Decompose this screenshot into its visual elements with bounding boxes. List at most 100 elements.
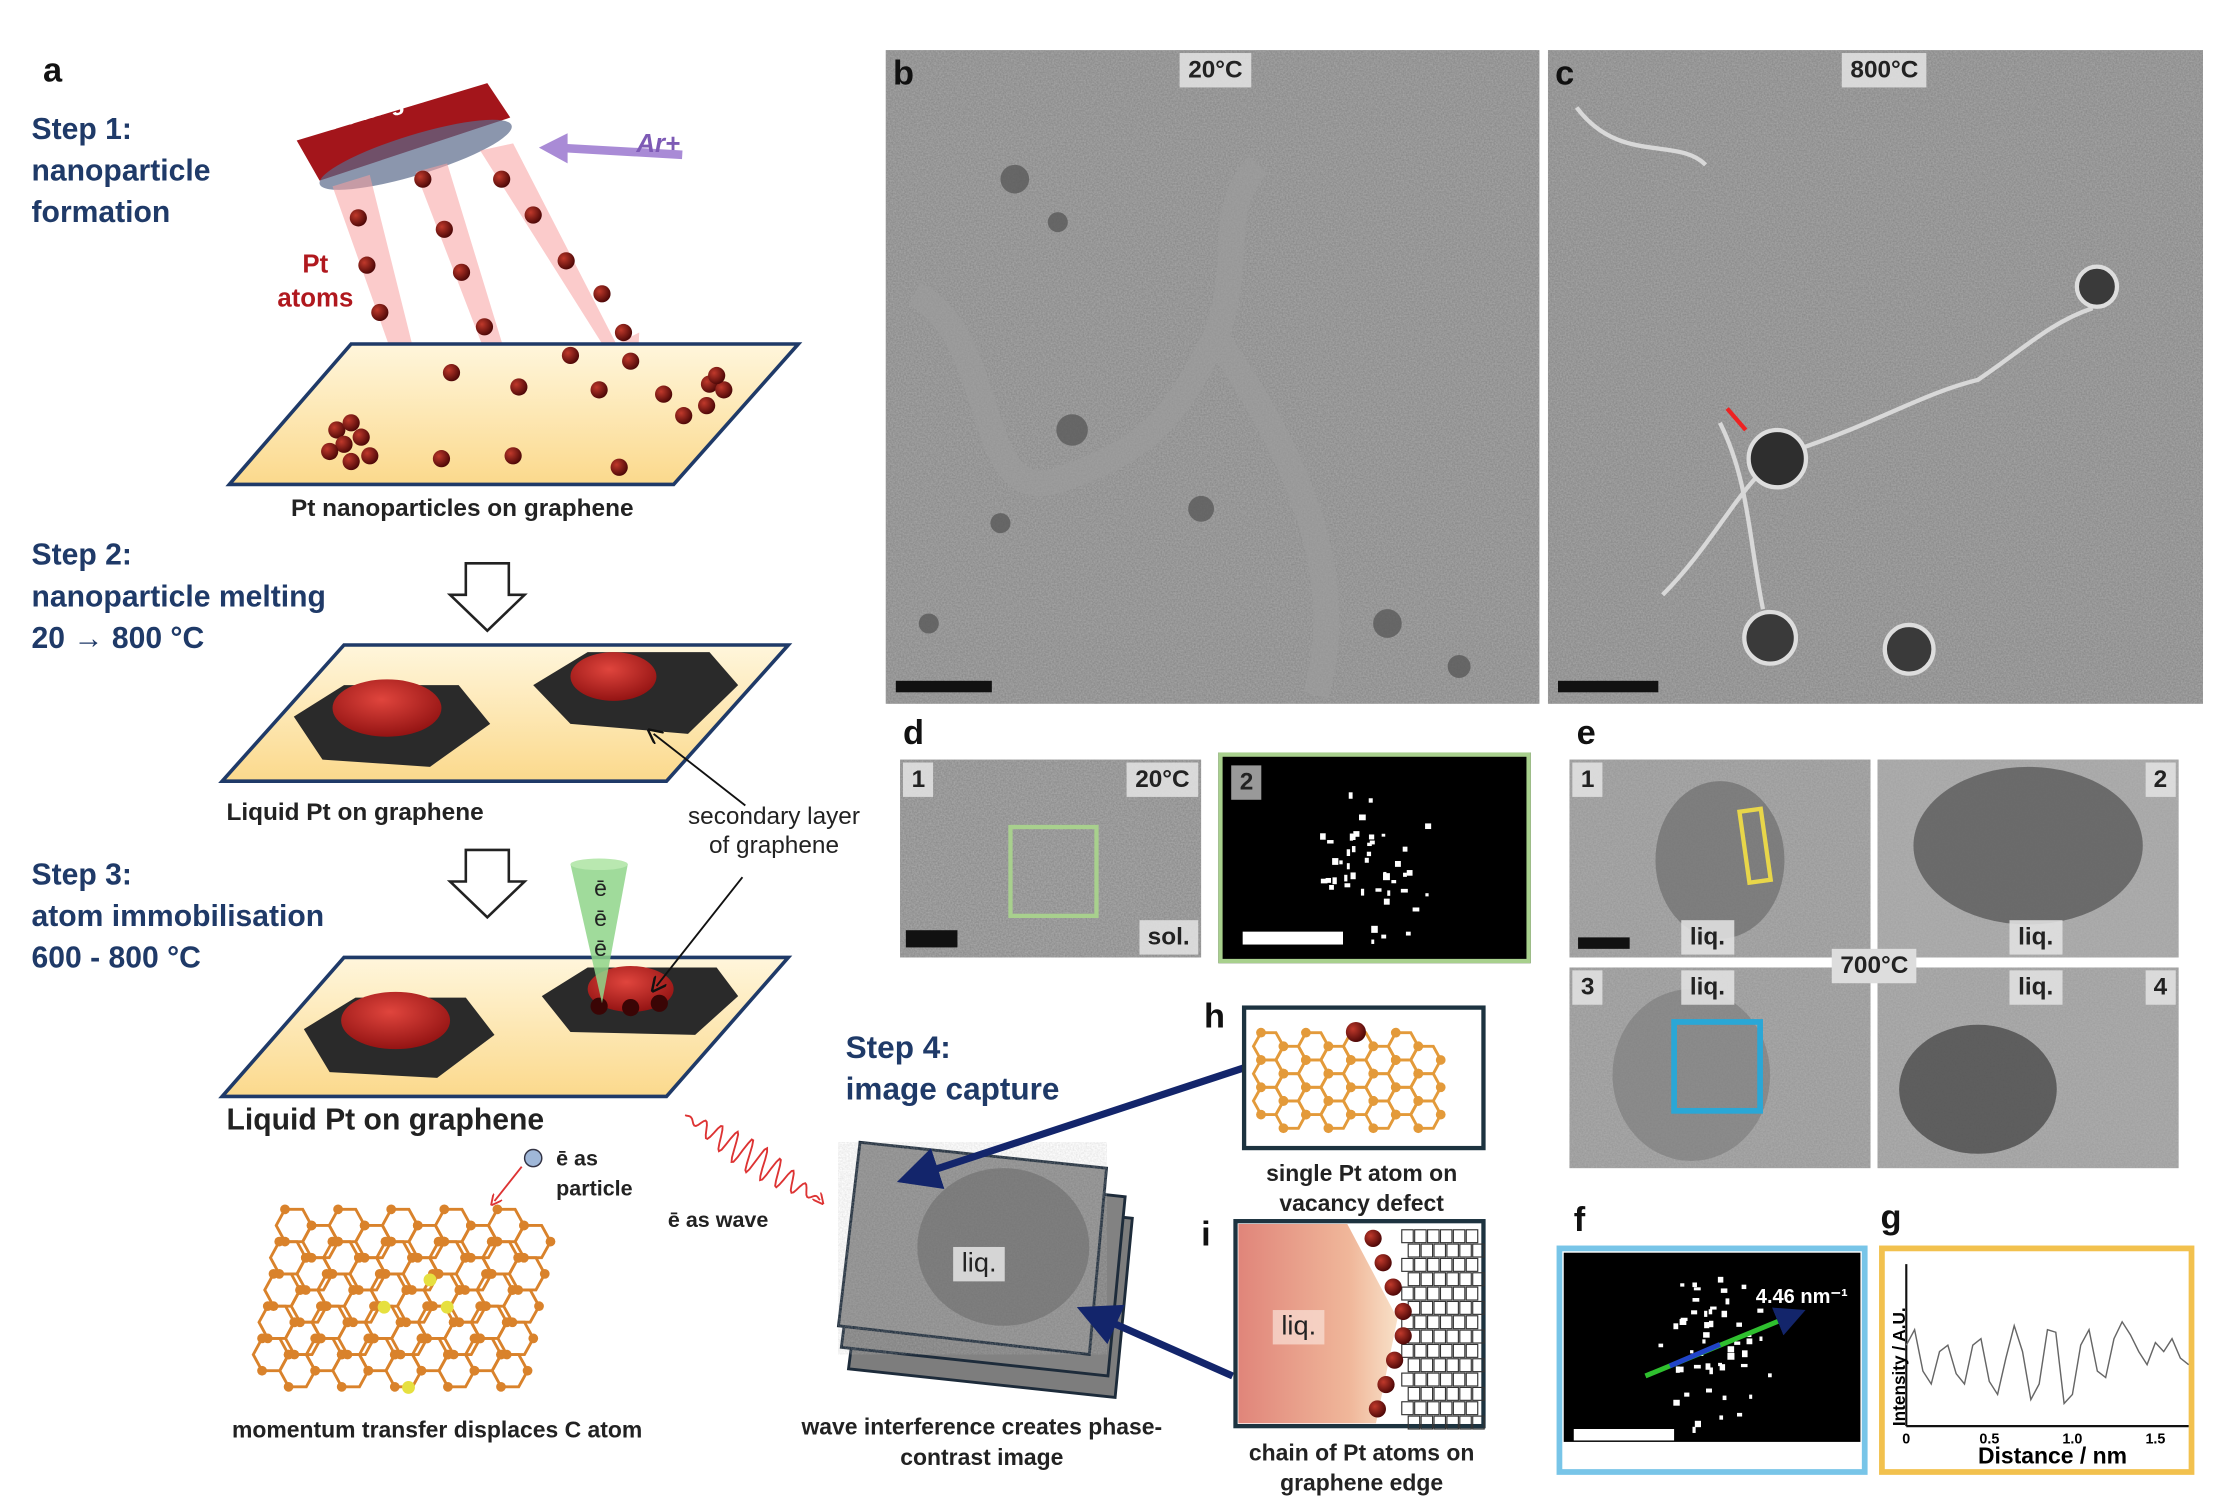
fft-spot <box>1692 1298 1700 1302</box>
fft-spot <box>1402 846 1408 852</box>
plate3-caption: Liquid Pt on graphene <box>226 1103 545 1137</box>
pt-atom-icon <box>493 170 511 188</box>
panel-h-caption-line2: vacancy defect <box>1279 1192 1444 1217</box>
fft-spot <box>1721 1310 1728 1318</box>
reciprocal-distance-label: 4.46 nm⁻¹ <box>1755 1284 1848 1308</box>
secondary-layer-line1: secondary layer <box>687 802 860 830</box>
panel-h-caption-line1: single Pt atom on <box>1266 1162 1458 1187</box>
phase-label: liq. <box>1681 920 1734 955</box>
yellow-roi-box <box>1737 806 1774 886</box>
fft-spot <box>1339 860 1343 865</box>
panel-i-caption: chain of Pt atoms on graphene edge <box>1218 1439 1505 1499</box>
pt-atom-icon <box>708 366 726 385</box>
panel-label-g: g <box>1880 1198 1902 1237</box>
pt-atom-icon <box>349 209 367 227</box>
electron-particle-label: ē as particle <box>556 1144 632 1204</box>
electron-beam-cone <box>570 864 628 1004</box>
pt-atom-icon <box>371 303 389 322</box>
pt-atom-icon <box>622 352 640 370</box>
fft-spot <box>1344 883 1351 888</box>
secondary-layer-label: secondary layer of graphene <box>659 803 888 860</box>
fft-spot <box>1708 1320 1714 1328</box>
fft-spot <box>1741 1284 1747 1290</box>
temperature-label: 20°C <box>1126 762 1199 797</box>
scale-bar <box>895 680 992 693</box>
step4-text: Step 4: image capture <box>846 1026 1060 1109</box>
fft-spot <box>1704 1310 1708 1317</box>
pt-atom-icon <box>342 414 360 432</box>
fft-spot <box>1693 1287 1701 1291</box>
pt-atom-icon <box>432 450 451 468</box>
electron-particle-line2: particle <box>556 1176 633 1202</box>
step1-title: Step 1: <box>31 113 132 147</box>
pt-atom-icon <box>321 442 339 461</box>
fft-spot <box>1680 1283 1685 1287</box>
pt-atom-chain <box>1364 1229 1485 1430</box>
tem-image-e1: 1 liq. <box>1569 759 1871 958</box>
pt-atom-icon <box>510 378 528 396</box>
pt-atom-icon <box>1364 1229 1382 1247</box>
down-arrow-icon <box>446 848 528 920</box>
panel-label-e: e <box>1576 713 1596 753</box>
step3-title: Step 3: <box>31 858 132 892</box>
plate1-caption: Pt nanoparticles on graphene <box>290 494 634 522</box>
fft-spot <box>1371 925 1378 933</box>
panel-g-box <box>1879 1245 2195 1475</box>
arrow-i-to-stack <box>1076 1304 1235 1380</box>
temperature-label: 700°C <box>1831 948 1917 984</box>
step4-title: Step 4: <box>845 1029 951 1065</box>
fft-spot <box>1332 858 1339 865</box>
fft-spot <box>1391 880 1397 884</box>
fft-spot <box>1325 877 1332 883</box>
fft-spot <box>1403 872 1407 877</box>
fft-spot <box>1405 931 1411 936</box>
fft-spot <box>1741 1350 1748 1358</box>
panel-i-caption-line1: chain of Pt atoms on <box>1248 1441 1475 1467</box>
single-pt-atom-icon <box>1345 1021 1366 1043</box>
fft-spot <box>1693 1364 1701 1369</box>
subpanel-number: 3 <box>1572 970 1604 1005</box>
pt-atom-icon <box>435 220 453 238</box>
pt-atom-icon <box>342 452 360 471</box>
tem-image-e2: 2 liq. <box>1877 759 2179 958</box>
fft-spot <box>1725 1298 1730 1305</box>
fft-spot <box>1412 907 1420 912</box>
pt-atom-icon <box>1394 1327 1412 1345</box>
fft-spot <box>1350 872 1356 880</box>
pt-atom-icon <box>561 346 580 365</box>
fft-spot <box>1425 893 1429 897</box>
pt-atom-icon <box>414 170 432 188</box>
fft-spot <box>1749 1394 1753 1399</box>
step4-caption-line2: contrast image <box>900 1446 1064 1471</box>
fft-spot <box>1658 1343 1664 1348</box>
subpanel-number: 2 <box>1231 765 1262 800</box>
fft-spot <box>1679 1319 1687 1325</box>
fft-spot <box>1346 849 1351 857</box>
fft-spot <box>1327 840 1334 844</box>
pt-atom-icon <box>352 428 370 446</box>
pt-target-icon <box>296 83 512 190</box>
down-arrow-icon <box>446 561 528 633</box>
subpanel-number: 1 <box>902 762 934 797</box>
lattice-caption: momentum transfer displaces C atom <box>231 1418 643 1444</box>
fft-spot <box>1366 851 1372 857</box>
scale-bar <box>905 930 958 948</box>
subpanel-number: 2 <box>2144 762 2176 797</box>
fft-spot <box>1351 833 1356 841</box>
fft-spot <box>1684 1392 1690 1397</box>
fft-spot <box>1381 934 1387 939</box>
fft-spot <box>1694 1420 1701 1428</box>
fft-spot <box>1425 823 1432 830</box>
fft-spot <box>1367 842 1372 847</box>
scale-bar <box>1557 680 1659 693</box>
step4-line1: image capture <box>845 1070 1060 1107</box>
blue-vector <box>1668 1342 1721 1369</box>
temperature-label: 20°C <box>1179 53 1252 88</box>
fft-spot <box>1740 1363 1748 1368</box>
tem-image-e4: liq. 4 <box>1877 967 2179 1169</box>
fft-spot <box>1353 831 1360 837</box>
pt-atom-icon <box>504 447 522 465</box>
electron-particle-line1: ē as <box>556 1146 598 1172</box>
fft-spot <box>1675 1366 1680 1373</box>
beam-electron-label: ē <box>594 877 607 902</box>
